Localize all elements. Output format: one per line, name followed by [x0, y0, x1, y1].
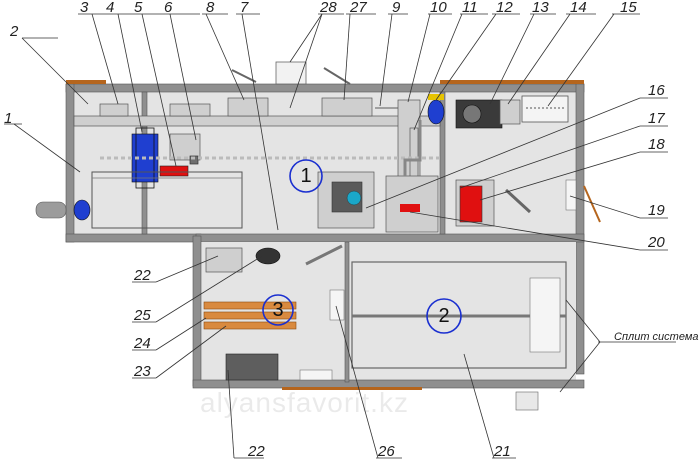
door-swing-19: [583, 185, 601, 223]
zone-3-label: 3: [272, 299, 283, 321]
watermark: alyansfavorit.kz: [200, 387, 409, 418]
callout-22-top: 22: [133, 267, 151, 284]
callout-28: 28: [319, 0, 337, 16]
callout-17: 17: [648, 110, 665, 127]
callout-3: 3: [80, 0, 89, 16]
plank-24a: [203, 301, 297, 310]
callout-21: 21: [493, 443, 511, 460]
upper-top-wall: [65, 83, 585, 93]
callout-13: 13: [532, 0, 549, 16]
zone-2-label: 2: [438, 305, 449, 327]
zone-1-label: 1: [300, 165, 311, 187]
right-wall: [575, 83, 585, 375]
door-26: [329, 289, 345, 321]
partition-c: [344, 241, 350, 383]
roof-edge-bottom: [282, 387, 422, 390]
cyan-valve: [346, 190, 362, 206]
roof-vent-left: [231, 69, 257, 83]
callout-27: 27: [349, 0, 367, 16]
callout-5: 5: [134, 0, 143, 16]
red-cabinet-18: [459, 185, 483, 223]
partition-b: [439, 91, 446, 235]
lower-left-wall: [192, 235, 202, 387]
zone-2-circle: [426, 298, 462, 334]
callout-9: 9: [392, 0, 401, 16]
box-22-bottom: [225, 353, 279, 381]
top-leader-lines: [21, 13, 640, 231]
tank-25: [255, 247, 281, 265]
rail-support-1: [99, 103, 129, 117]
callout-16: 16: [648, 82, 665, 99]
motor-cap: [428, 94, 444, 100]
blower-fan: [462, 104, 482, 124]
transfer-pipe: [403, 120, 422, 176]
roof-edge-right: [440, 80, 584, 84]
callout-19: 19: [648, 202, 665, 219]
split-system-label: Сплит система: [614, 331, 698, 343]
callout-24: 24: [133, 335, 151, 352]
panel-14: [499, 99, 521, 125]
zone-3-circle: [262, 294, 294, 326]
callout-25: 25: [133, 307, 151, 324]
plank-24b: [203, 311, 297, 320]
zone-1-circle: [289, 159, 323, 193]
callout-6: 6: [164, 0, 173, 16]
table-21-end: [529, 277, 561, 353]
red-unit-5: [159, 165, 189, 177]
callout-1: 1: [4, 110, 12, 127]
callout-4: 4: [106, 0, 114, 16]
split-outdoor-unit: [515, 391, 539, 411]
rack-15: [521, 95, 569, 123]
callout-22-bottom: 22: [247, 443, 265, 460]
callout-20: 20: [647, 234, 665, 251]
middle-wall: [195, 233, 585, 243]
roof-edge-left: [66, 80, 106, 84]
entrance-motor: [73, 199, 91, 221]
callout-18: 18: [648, 136, 665, 153]
callout-14: 14: [570, 0, 587, 16]
callout-2: 2: [9, 23, 19, 40]
callout-7: 7: [240, 0, 249, 16]
rod-zone3: [305, 244, 343, 266]
callout-23: 23: [133, 363, 151, 380]
callout-12: 12: [496, 0, 513, 16]
callout-11: 11: [462, 0, 478, 16]
plank-24c: [203, 321, 297, 330]
callout-15: 15: [620, 0, 637, 16]
door-19: [565, 179, 577, 211]
red-block: [189, 155, 199, 165]
callout-8: 8: [206, 0, 215, 16]
callout-26: 26: [377, 443, 395, 460]
worktable-frame: [91, 171, 243, 229]
callout-10: 10: [430, 0, 447, 16]
roof-hatch-28: [275, 61, 307, 85]
upper-bottom-wall-left: [65, 233, 202, 243]
blue-motor-12: [427, 99, 445, 125]
box-22-top: [205, 247, 243, 273]
left-bottom-leader-lines: [4, 123, 516, 459]
rail-support-8: [227, 97, 269, 117]
right-leader-lines: [365, 97, 676, 393]
tool-19: [504, 188, 532, 214]
overhead-rail: [73, 115, 441, 127]
equipment-27: [321, 97, 373, 117]
red-press-plate: [400, 204, 420, 212]
bottom-door: [299, 369, 333, 381]
entrance-pipe: [35, 201, 67, 219]
